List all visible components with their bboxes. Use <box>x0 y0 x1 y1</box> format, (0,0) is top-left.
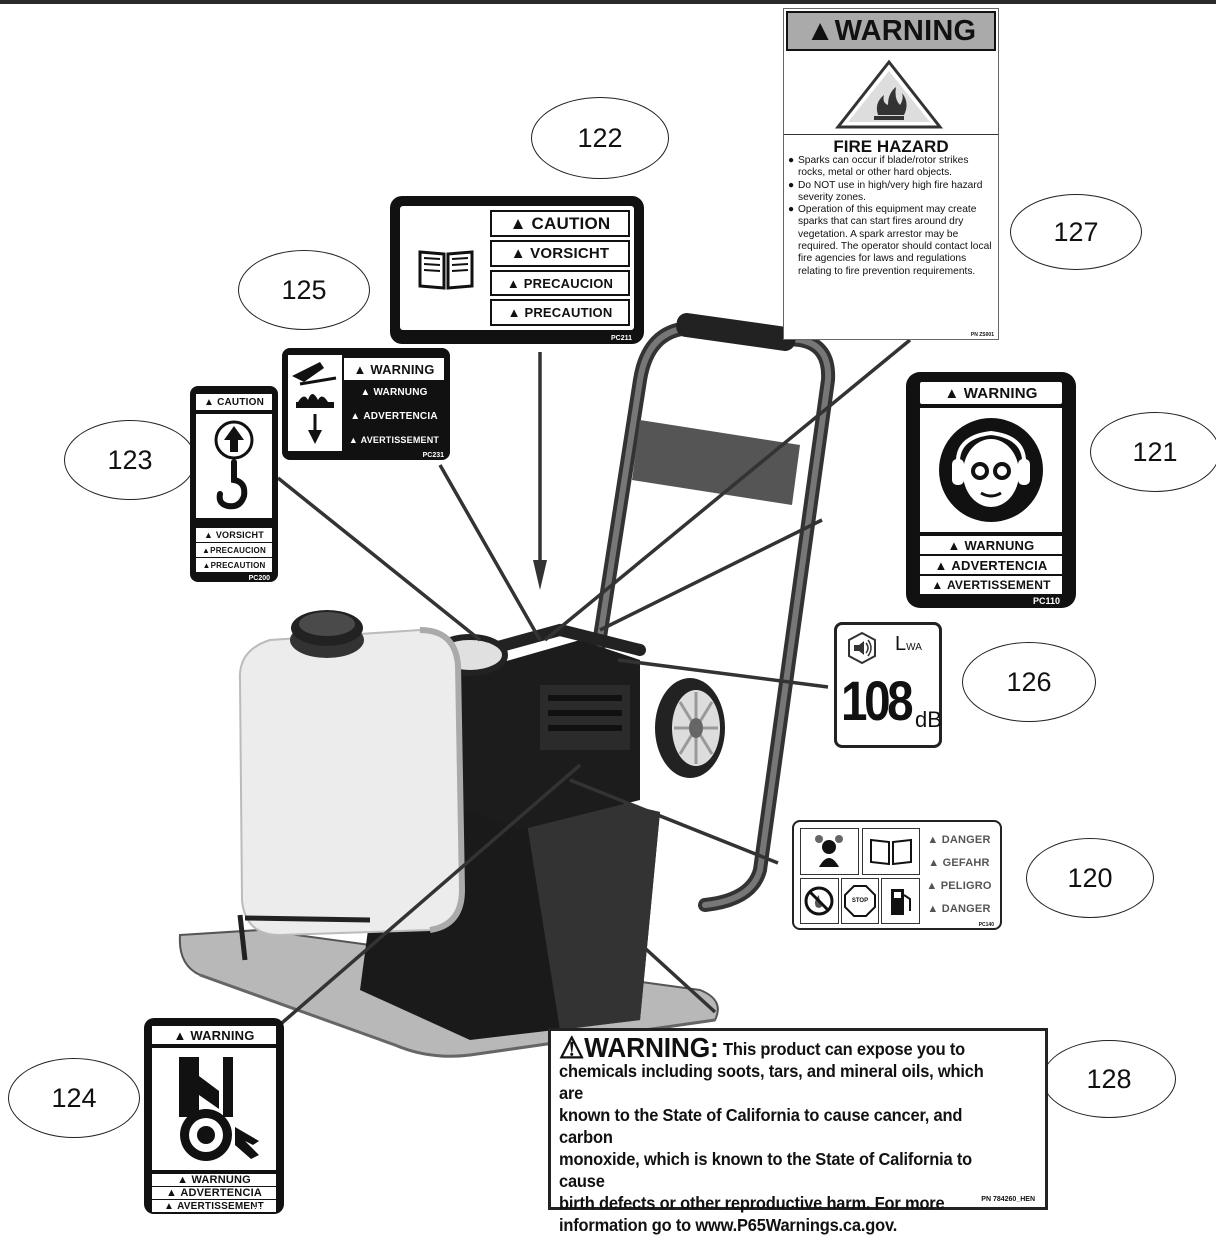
label-128-part-number: PN 784260_HEN <box>981 1196 1035 1203</box>
label-128-line: information go to www.P65Warnings.ca.gov… <box>559 1215 898 1235</box>
label-127-part-number: PN ZS001 <box>970 332 994 338</box>
label-125-warning-hot-surface: ▲ WARNING ▲ WARNUNG ▲ ADVERTENCIA ▲ AVER… <box>282 348 450 460</box>
label-125-row-3: ▲ ADVERTENCIA <box>350 410 438 422</box>
label-121-row-1: ▲ WARNUNG <box>920 536 1062 554</box>
label-128-line: known to the State of California to caus… <box>559 1105 963 1147</box>
label-122-part-number: PC211 <box>610 335 632 342</box>
label-123-part-number: PC200 <box>248 575 270 582</box>
manual-icon <box>861 828 920 875</box>
label-126-lwa: LWA <box>895 633 922 655</box>
label-125-part-number: PC231 <box>422 452 444 459</box>
lift-hook-icon <box>196 414 272 518</box>
noise-icon <box>845 631 879 665</box>
label-124-top: ▲ WARNING <box>152 1026 276 1044</box>
label-126-sound-power: LWA 108 dB <box>834 622 942 748</box>
label-125-row-2: ▲ WARNUNG <box>360 387 428 398</box>
label-125-row-1: ▲ WARNING <box>344 358 444 380</box>
label-124-row-2: ▲ ADVERTENCIA <box>152 1187 276 1199</box>
callout-124: 124 <box>8 1058 140 1138</box>
label-123-caution-lift-point: ▲ CAUTION ▲ VORSICHT ▲PRECAUCION ▲PRECAU… <box>190 386 278 582</box>
label-125-row-4: ▲ AVERTISSEMENT <box>348 434 440 445</box>
label-121-warning-ppe: ▲ WARNING ▲ WARNUNG ▲ ADVERTENCIA ▲ AVER… <box>906 372 1076 608</box>
label-126-value: 108 <box>841 669 914 732</box>
callout-122: 122 <box>531 97 669 179</box>
label-127-bullet: ●Operation of this equipment may create … <box>788 204 992 277</box>
label-120-row-4: ▲ DANGER <box>927 903 991 915</box>
label-128-line-0: ⚠WARNING: This product can expose you to <box>559 1032 966 1065</box>
label-124-row-1: ▲ WARNUNG <box>152 1174 276 1186</box>
callout-128: 128 <box>1042 1040 1176 1118</box>
fumes-icon <box>800 828 859 875</box>
label-123-row-3: ▲PRECAUTION <box>196 558 272 572</box>
callout-120: 120 <box>1026 838 1154 918</box>
label-127-title: FIRE HAZARD <box>833 137 949 156</box>
label-124-warning-belt: ▲ WARNING ▲ WARNUNG ▲ ADVERTENCIA ▲ AVER… <box>144 1018 284 1214</box>
label-123-row-1: ▲ VORSICHT <box>196 528 272 542</box>
label-127-bullet: ●Do NOT use in high/very high fire hazar… <box>788 179 983 203</box>
belt-entanglement-icon <box>152 1048 276 1170</box>
ear-eye-protection-icon <box>920 408 1062 532</box>
label-120-row-1: ▲ DANGER <box>927 834 991 846</box>
label-127-header: ▲WARNING <box>786 11 996 51</box>
label-123-top: ▲ CAUTION <box>196 394 272 410</box>
top-border <box>0 0 1216 4</box>
label-128-line: chemicals including soots, tars, and min… <box>559 1061 984 1103</box>
label-120-part-number: PC140 <box>978 922 994 928</box>
label-123-row-2: ▲PRECAUCION <box>196 543 272 557</box>
label-122-row-1: ▲ CAUTION <box>490 210 630 238</box>
flammable-icon <box>834 59 944 131</box>
label-128-line: birth defects or other reproductive harm… <box>559 1193 945 1213</box>
label-121-row-2: ▲ ADVERTENCIA <box>920 556 1062 574</box>
book-icon <box>404 210 488 326</box>
stop-engine-icon: STOP <box>840 877 880 924</box>
callout-123: 123 <box>64 420 196 500</box>
label-127-fire-hazard: ▲WARNING FIRE HAZARD ●Sparks can occur i… <box>783 8 999 340</box>
callout-121: 121 <box>1090 412 1216 492</box>
label-121-row-3: ▲ AVERTISSEMENT <box>920 576 1062 594</box>
label-122-row-3: ▲ PRECAUCION <box>490 269 630 297</box>
label-127-bullet: ●Sparks can occur if blade/rotor strikes… <box>788 155 969 179</box>
label-120-danger-refuel: STOP ▲ DANGER ▲ GEFAHR ▲ PELIGRO ▲ DANGE… <box>792 820 1002 930</box>
label-122-row-4: ▲ PRECAUTION <box>490 299 630 326</box>
hot-surface-icon <box>288 355 342 451</box>
callout-127: 127 <box>1010 194 1142 270</box>
label-121-part-number: PC110 <box>1032 596 1060 606</box>
label-126-unit: dB <box>915 707 942 732</box>
label-124-part-number: PC400 <box>252 1207 274 1214</box>
label-122-caution-manual: ▲ CAUTION ▲ VORSICHT ▲ PRECAUCION ▲ PREC… <box>390 196 644 344</box>
callout-126: 126 <box>962 642 1096 722</box>
label-121-top: ▲ WARNING <box>920 382 1062 404</box>
label-128-prop65-warning: ⚠WARNING: This product can expose you to… <box>548 1028 1048 1235</box>
no-flame-icon <box>800 877 839 924</box>
warning-triangle-icon: ⚠ <box>559 1032 585 1065</box>
label-124-row-3: ▲ AVERTISSEMENT <box>152 1200 276 1212</box>
label-120-row-2: ▲ GEFAHR <box>928 857 990 869</box>
label-120-row-3: ▲ PELIGRO <box>926 880 992 892</box>
label-122-row-2: ▲ VORSICHT <box>490 240 630 267</box>
label-128-line: monoxide, which is known to the State of… <box>559 1149 973 1191</box>
fuel-pump-icon <box>881 877 921 924</box>
callout-125: 125 <box>238 250 370 330</box>
